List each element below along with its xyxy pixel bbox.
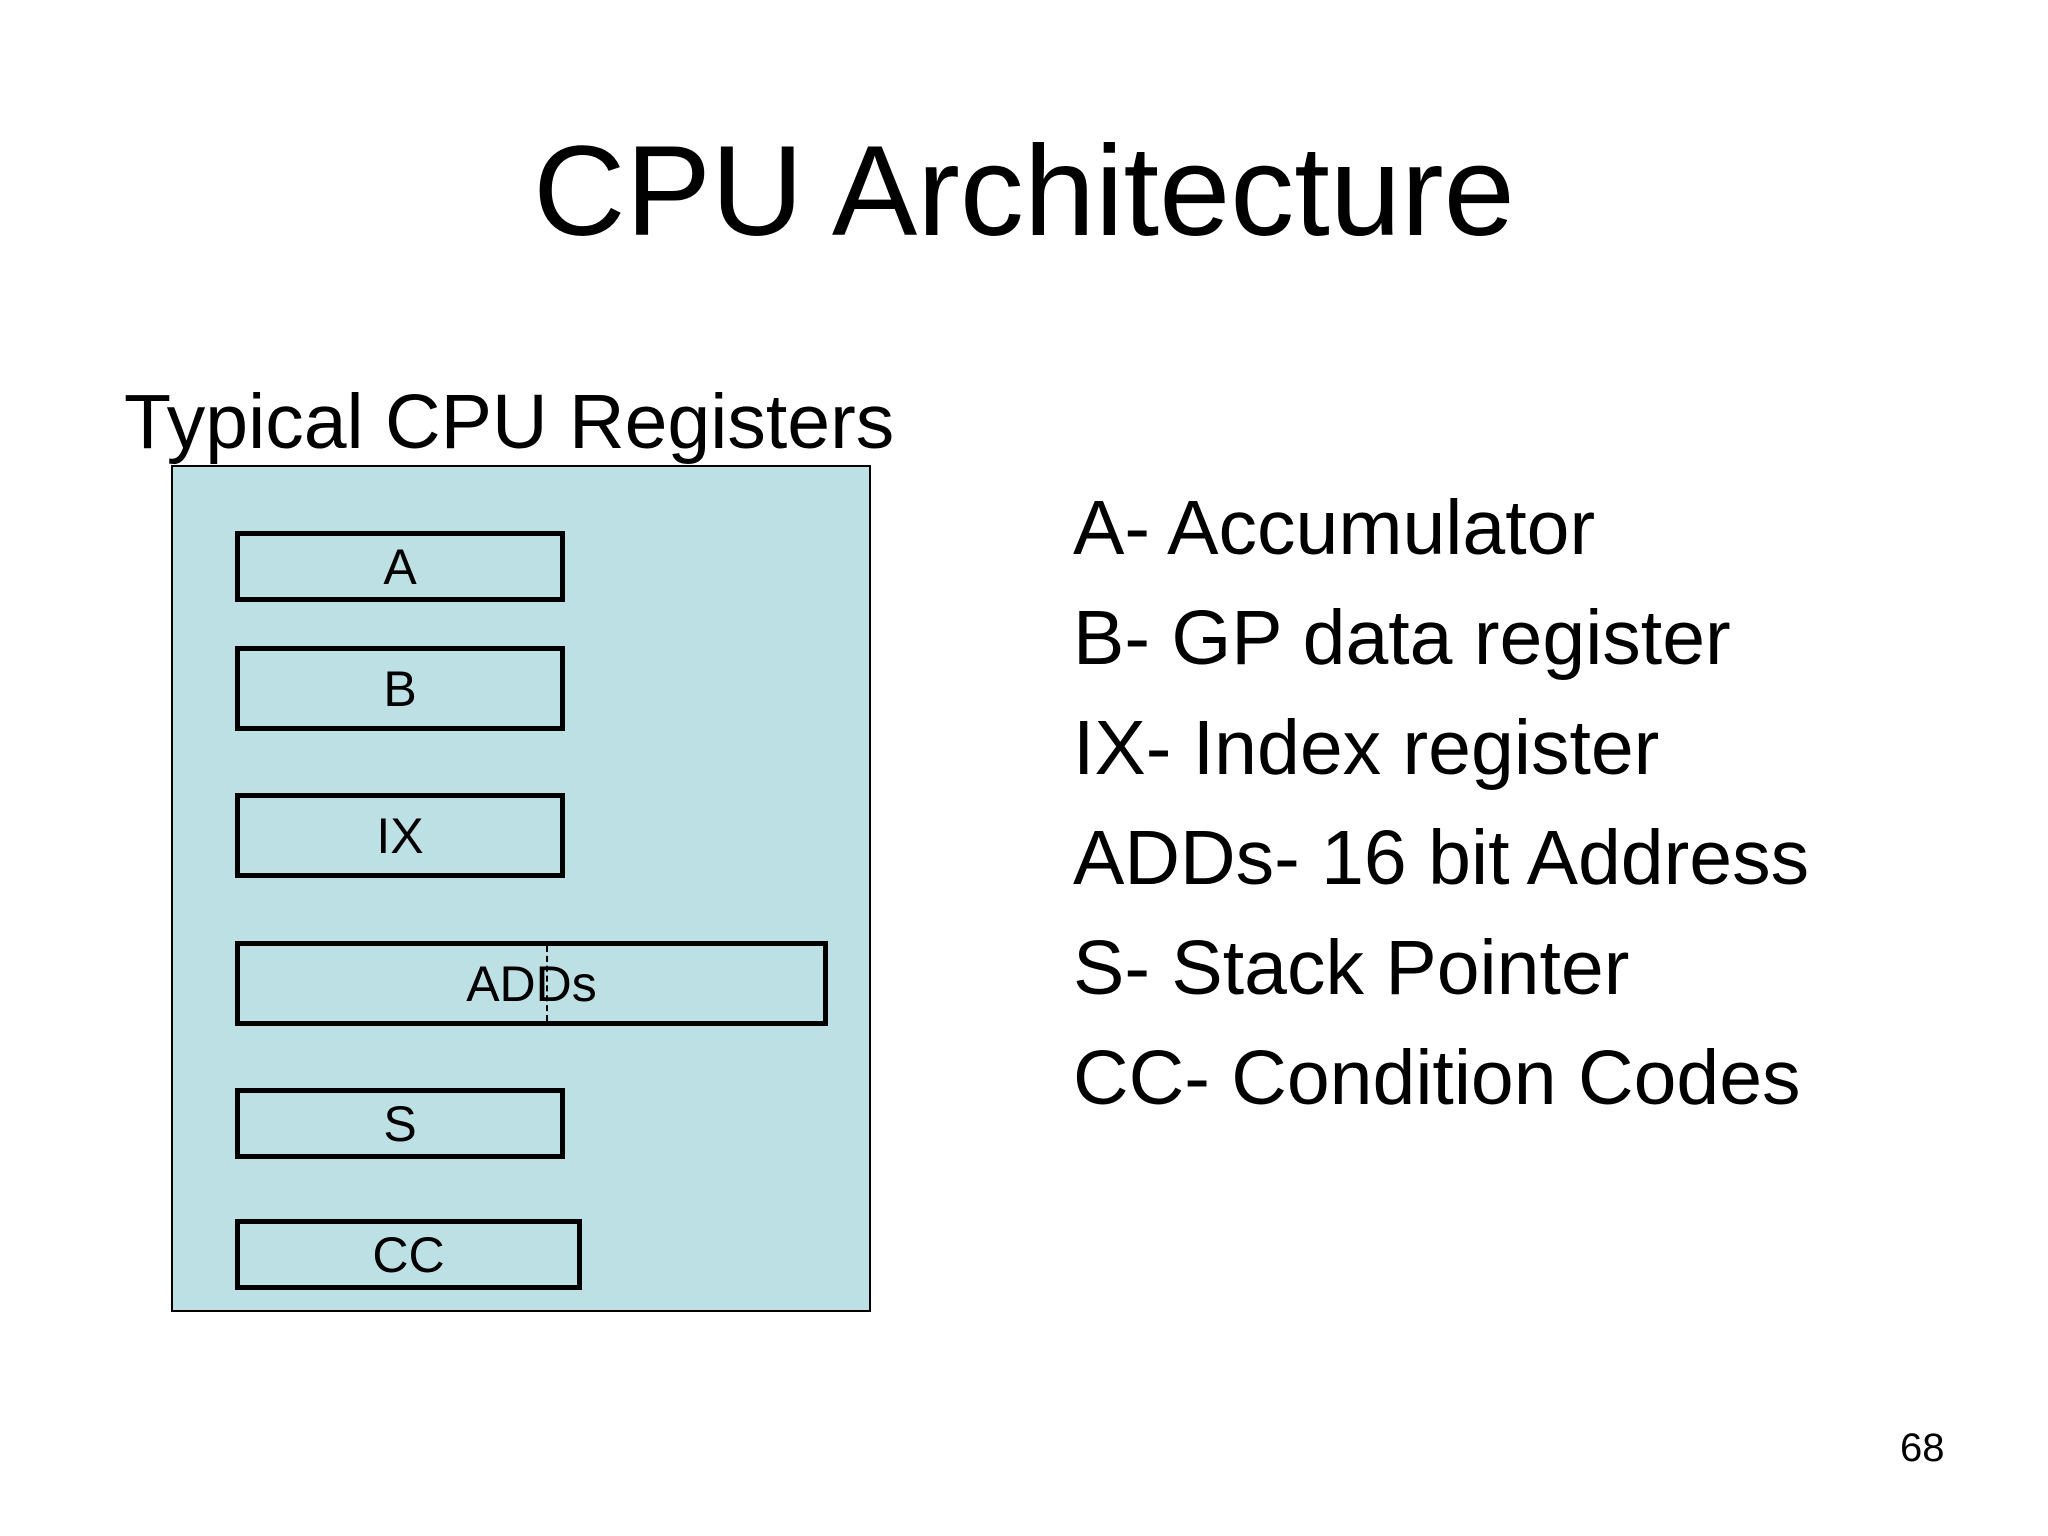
- definition-item: ADDs- 16 bit Address: [1073, 815, 1810, 901]
- register-s: S: [235, 1088, 565, 1159]
- register-label: B: [383, 660, 417, 717]
- register-adds: ADDs: [235, 941, 828, 1026]
- register-label: S: [383, 1095, 417, 1152]
- slide-title: CPU Architecture: [533, 120, 1515, 263]
- definition-item: B- GP data register: [1073, 595, 1731, 681]
- register-b: B: [235, 646, 565, 731]
- register-ix: IX: [235, 793, 565, 878]
- definition-item: IX- Index register: [1073, 705, 1660, 791]
- definition-item: CC- Condition Codes: [1073, 1035, 1801, 1121]
- register-label: A: [383, 538, 417, 595]
- register-cc: CC: [235, 1219, 582, 1290]
- register-definitions: A- Accumulator B- GP data register IX- I…: [1073, 473, 1809, 1133]
- definition-item: A- Accumulator: [1073, 485, 1596, 571]
- slide-subtitle: Typical CPU Registers: [124, 379, 895, 465]
- register-label: IX: [376, 807, 424, 864]
- register-label: CC: [372, 1226, 445, 1283]
- register-a: A: [235, 531, 565, 602]
- page-number: 68: [1900, 1426, 1945, 1470]
- register-half-divider: [546, 946, 548, 1021]
- definition-item: S- Stack Pointer: [1073, 925, 1630, 1011]
- register-panel: A B IX ADDs S CC: [171, 465, 871, 1312]
- register-label: ADDs: [466, 955, 597, 1012]
